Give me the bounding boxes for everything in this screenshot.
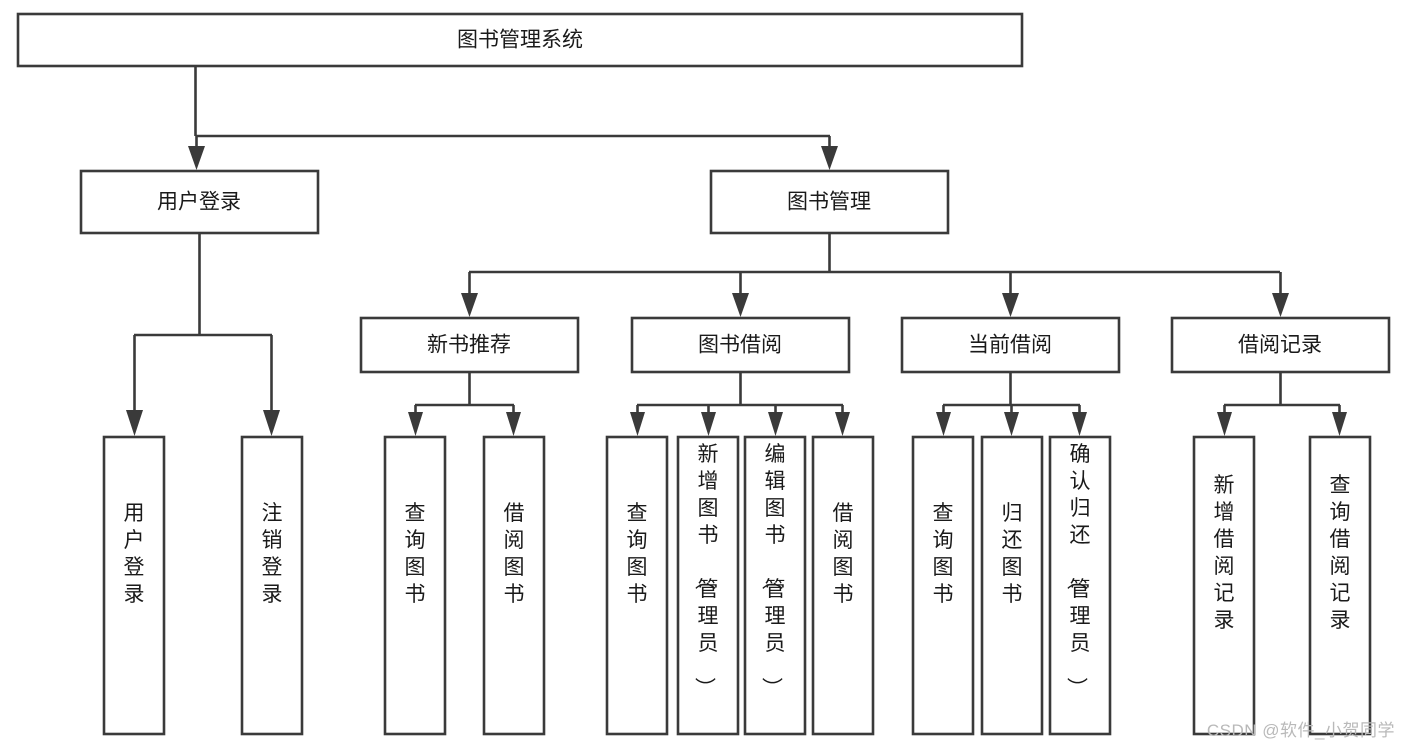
arrow-head-add-record	[1217, 412, 1232, 436]
node-leaf-confirm-return-box[interactable]	[1048, 435, 1112, 736]
node-newbook[interactable]: 新书推荐	[359, 316, 580, 374]
node-root[interactable]: 图书管理系统	[16, 12, 1024, 68]
connector-group-newbook	[408, 372, 521, 436]
node-leaf-borrow-book-2[interactable]: 借阅图书	[811, 435, 875, 736]
arrow-head-bookmgmt	[821, 146, 838, 170]
arrow-head-record	[1272, 293, 1289, 317]
arrow-head-borrow-book-2	[835, 412, 850, 436]
node-leaf-add-book-box[interactable]	[676, 435, 740, 736]
node-leaf-query-book-3[interactable]: 查询图书	[911, 435, 975, 736]
arrow-head-edit-book	[768, 412, 783, 436]
arrow-head-add-book	[701, 412, 716, 436]
node-leaf-user-logout-box[interactable]	[240, 435, 304, 736]
arrow-head-current	[1002, 293, 1019, 317]
node-login-label: 用户登录	[157, 191, 241, 214]
node-leaf-user-login-label: 用户登录	[124, 502, 145, 606]
node-leaf-add-record-box[interactable]	[1192, 435, 1256, 736]
arrow-head-newbook	[461, 293, 478, 317]
node-borrow[interactable]: 图书借阅	[630, 316, 851, 374]
node-leaf-add-book[interactable]: 新增图书（管理员）	[676, 435, 740, 736]
node-leaf-borrow-book-2-box[interactable]	[811, 435, 875, 736]
node-root-label: 图书管理系统	[457, 29, 583, 52]
node-leaf-add-record[interactable]: 新增借阅记录	[1192, 435, 1256, 736]
node-leaf-borrow-book-2-label: 借阅图书	[833, 502, 854, 606]
node-leaf-add-book-label: 新增图书（管理员）	[693, 443, 719, 698]
connector-group-root	[188, 66, 838, 170]
arrow-head-login	[188, 146, 205, 170]
node-leaf-query-book-1-label: 查询图书	[405, 502, 426, 606]
node-leaf-user-logout-label: 注销登录	[262, 502, 283, 606]
node-leaf-borrow-book-1-label: 借阅图书	[504, 502, 525, 606]
node-leaf-query-record-box[interactable]	[1308, 435, 1372, 736]
node-leaf-query-record-label: 查询借阅记录	[1330, 474, 1351, 632]
node-newbook-label: 新书推荐	[427, 334, 511, 357]
node-bookmgmt-box[interactable]	[709, 169, 950, 235]
node-leaf-query-record[interactable]: 查询借阅记录	[1308, 435, 1372, 736]
node-newbook-box[interactable]	[359, 316, 580, 374]
arrow-head-query-book-2	[630, 412, 645, 436]
arrow-head-query-book-3	[936, 412, 951, 436]
node-current[interactable]: 当前借阅	[900, 316, 1121, 374]
node-borrow-box[interactable]	[630, 316, 851, 374]
connector-group-current	[936, 372, 1087, 436]
node-leaf-add-record-label: 新增借阅记录	[1214, 474, 1235, 632]
node-leaf-return-book-box[interactable]	[980, 435, 1044, 736]
node-borrow-label: 图书借阅	[698, 334, 782, 357]
node-record-label: 借阅记录	[1238, 334, 1322, 357]
node-leaf-query-book-3-box[interactable]	[911, 435, 975, 736]
node-leaf-query-book-1[interactable]: 查询图书	[383, 435, 447, 736]
node-leaf-query-book-2[interactable]: 查询图书	[605, 435, 669, 736]
connector-group-login	[126, 233, 280, 436]
node-leaf-user-logout[interactable]: 注销登录	[240, 435, 304, 736]
node-leaf-confirm-return-label: 确认归还（管理员）	[1065, 443, 1091, 698]
node-root-box[interactable]	[16, 12, 1024, 68]
arrow-head-query-book-1	[408, 412, 423, 436]
node-leaf-edit-book-label: 编辑图书（管理员）	[760, 443, 786, 698]
node-leaf-query-book-2-box[interactable]	[605, 435, 669, 736]
node-leaf-query-book-3-label: 查询图书	[933, 502, 954, 606]
node-leaf-confirm-return[interactable]: 确认归还（管理员）	[1048, 435, 1112, 736]
node-login-box[interactable]	[79, 169, 320, 235]
node-leaf-return-book-label: 归还图书	[1002, 502, 1023, 606]
node-leaf-return-book[interactable]: 归还图书	[980, 435, 1044, 736]
node-leaf-query-book-1-box[interactable]	[383, 435, 447, 736]
node-leaf-user-login[interactable]: 用户登录	[102, 435, 166, 736]
arrow-head-query-record	[1332, 412, 1347, 436]
connector-group-borrow	[630, 372, 850, 436]
arrow-head-confirm-return	[1072, 412, 1087, 436]
node-current-label: 当前借阅	[968, 334, 1052, 357]
node-leaf-borrow-book-1[interactable]: 借阅图书	[482, 435, 546, 736]
node-leaf-user-login-box[interactable]	[102, 435, 166, 736]
node-leaf-query-book-2-label: 查询图书	[627, 502, 648, 606]
arrow-head-borrow	[732, 293, 749, 317]
arrow-head-borrow-book-1	[506, 412, 521, 436]
node-leaf-borrow-book-1-box[interactable]	[482, 435, 546, 736]
node-leaf-edit-book-box[interactable]	[743, 435, 807, 736]
node-leaf-edit-book[interactable]: 编辑图书（管理员）	[743, 435, 807, 736]
node-current-box[interactable]	[900, 316, 1121, 374]
node-login[interactable]: 用户登录	[79, 169, 320, 235]
node-record-box[interactable]	[1170, 316, 1391, 374]
connector-group-bookmgmt	[461, 233, 1289, 317]
connector-group-record	[1217, 372, 1347, 436]
arrow-head-user-login	[126, 410, 143, 436]
node-bookmgmt[interactable]: 图书管理	[709, 169, 950, 235]
arrow-head-user-logout	[263, 410, 280, 436]
node-record[interactable]: 借阅记录	[1170, 316, 1391, 374]
node-bookmgmt-label: 图书管理	[787, 191, 871, 214]
arrow-head-return-book	[1004, 412, 1019, 436]
